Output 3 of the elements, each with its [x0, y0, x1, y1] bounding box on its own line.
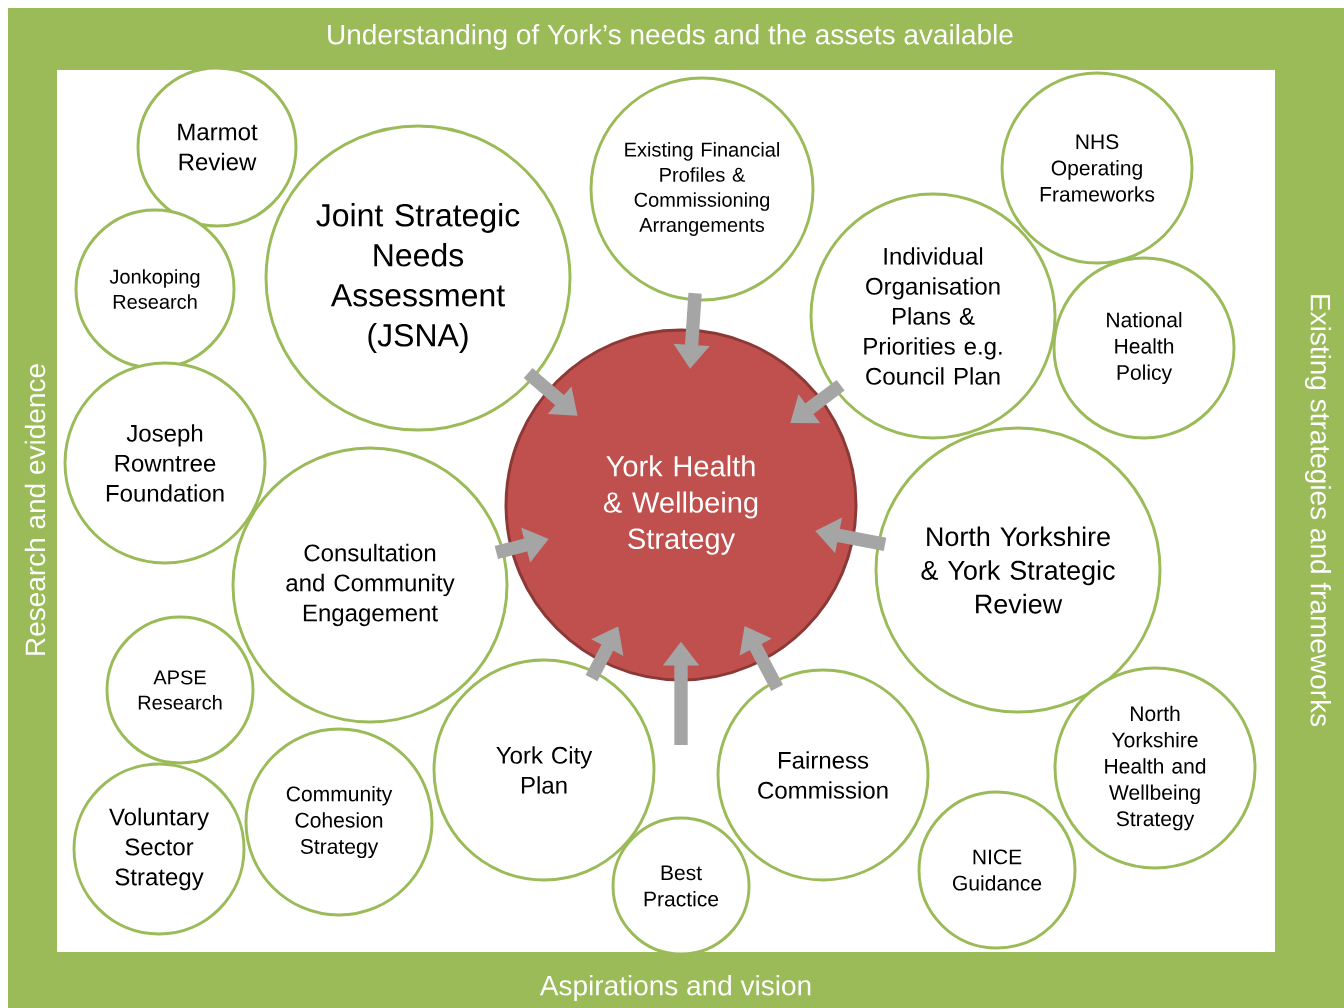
frame-label: Research and evidence — [24, 364, 46, 655]
frame-label: Existing strategies and frameworks — [1304, 295, 1332, 726]
frame-label: Understanding of York’s needs and the assets available — [328, 23, 1013, 51]
